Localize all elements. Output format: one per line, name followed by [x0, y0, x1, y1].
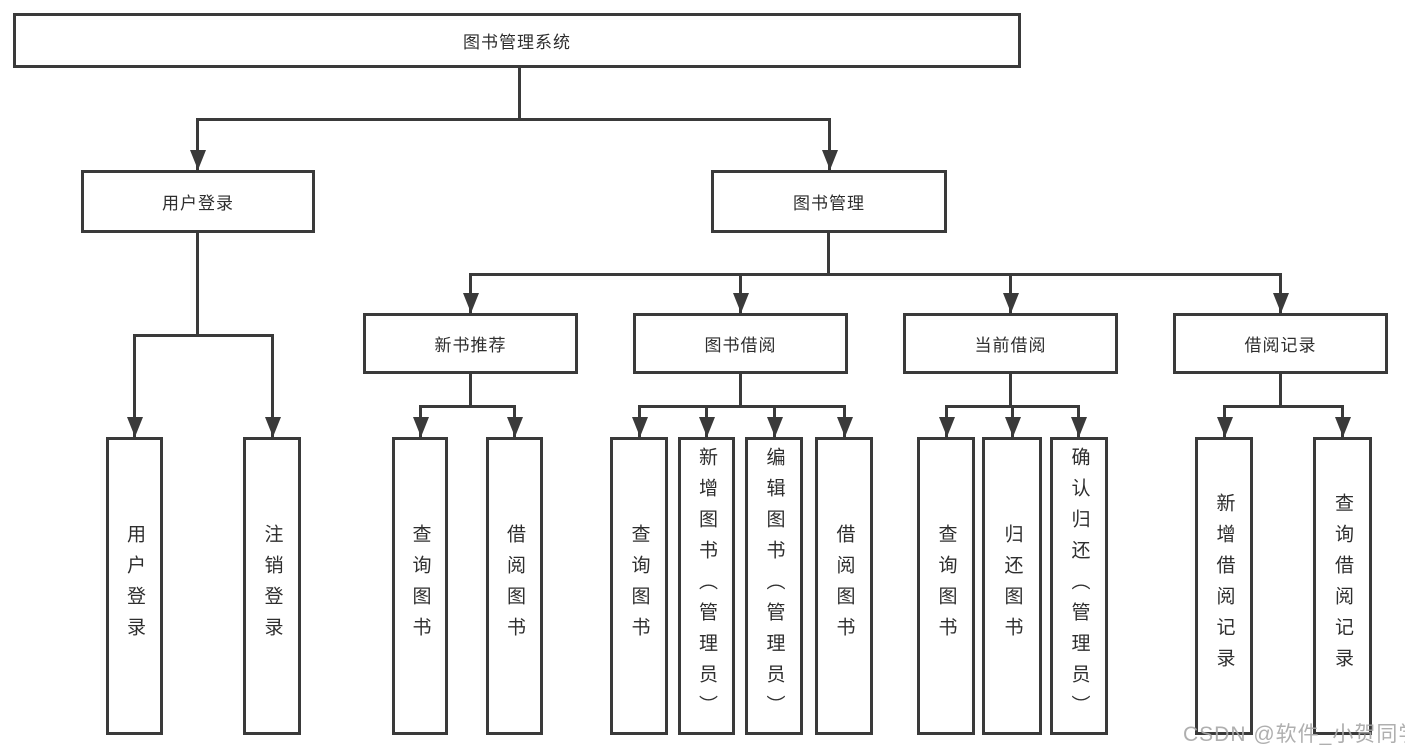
connector [828, 118, 831, 170]
connector [739, 374, 742, 408]
leaf-recommend-borrow-book: 借阅图书 [486, 437, 543, 735]
arrowhead-icon [733, 293, 749, 313]
connector [827, 233, 830, 276]
leaf-records-add-record: 新增借阅记录 [1195, 437, 1253, 735]
arrowhead-icon [127, 417, 143, 437]
connector [133, 334, 136, 437]
node-user-login-label: 用户登录 [162, 194, 234, 213]
leaf-records-query-record: 查询借阅记录 [1313, 437, 1372, 735]
arrowhead-icon [767, 417, 783, 437]
arrowhead-icon [837, 417, 853, 437]
connector [1279, 374, 1282, 408]
arrowhead-icon [632, 417, 648, 437]
arrowhead-icon [413, 417, 429, 437]
connector [196, 118, 831, 121]
leaf-records-add-record-label: 新增借阅记录 [1213, 493, 1235, 679]
node-new-book-recommend-label: 新书推荐 [434, 336, 507, 355]
leaf-user-login: 用户登录 [106, 437, 163, 735]
node-book-management: 图书管理 [711, 170, 947, 233]
connector [518, 68, 521, 121]
leaf-records-query-record-label: 查询借阅记录 [1332, 493, 1353, 679]
connector [469, 374, 472, 408]
node-current-borrow: 当前借阅 [903, 313, 1118, 374]
leaf-logout: 注销登录 [243, 437, 301, 735]
leaf-borrow-borrow-book-label: 借阅图书 [833, 524, 855, 648]
node-book-borrow: 图书借阅 [633, 313, 848, 374]
arrowhead-icon [507, 417, 523, 437]
arrowhead-icon [1273, 293, 1289, 313]
connector [469, 273, 1282, 276]
leaf-recommend-borrow-book-label: 借阅图书 [504, 524, 525, 648]
node-current-borrow-label: 当前借阅 [974, 336, 1047, 355]
node-borrow-records: 借阅记录 [1173, 313, 1388, 374]
arrowhead-icon [190, 150, 206, 170]
arrowhead-icon [1005, 417, 1021, 437]
connector [196, 233, 199, 337]
leaf-current-query-book: 查询图书 [917, 437, 975, 735]
leaf-borrow-add-book-admin: 新增图书（管理员） [678, 437, 735, 735]
connector [638, 405, 846, 408]
leaf-borrow-add-book-admin-label: 新增图书（管理员） [696, 446, 717, 726]
node-root-label: 图书管理系统 [463, 33, 571, 52]
connector [419, 405, 516, 408]
arrowhead-icon [1335, 417, 1351, 437]
connector [271, 334, 274, 437]
leaf-recommend-query-book-label: 查询图书 [409, 524, 431, 648]
node-borrow-records-label: 借阅记录 [1244, 336, 1317, 355]
csdn-watermark: CSDN @软件_小贺同学 [1183, 723, 1405, 746]
arrowhead-icon [265, 417, 281, 437]
connector [1223, 405, 1344, 408]
leaf-recommend-query-book: 查询图书 [392, 437, 448, 735]
node-book-borrow-label: 图书借阅 [704, 336, 777, 355]
arrowhead-icon [822, 150, 838, 170]
leaf-borrow-borrow-book: 借阅图书 [815, 437, 873, 735]
node-new-book-recommend: 新书推荐 [363, 313, 578, 374]
connector [196, 118, 199, 170]
leaf-logout-label: 注销登录 [261, 524, 283, 648]
arrowhead-icon [699, 417, 715, 437]
leaf-borrow-query-book: 查询图书 [610, 437, 668, 735]
leaf-borrow-query-book-label: 查询图书 [628, 524, 650, 648]
leaf-borrow-edit-book-admin-label: 编辑图书（管理员） [763, 446, 785, 726]
leaf-current-confirm-return-admin-label: 确认归还（管理员） [1068, 446, 1090, 726]
leaf-borrow-edit-book-admin: 编辑图书（管理员） [745, 437, 803, 735]
arrowhead-icon [1217, 417, 1233, 437]
leaf-current-return-book: 归还图书 [982, 437, 1042, 735]
arrowhead-icon [1003, 293, 1019, 313]
leaf-current-query-book-label: 查询图书 [935, 524, 957, 648]
leaf-current-confirm-return-admin: 确认归还（管理员） [1050, 437, 1108, 735]
arrowhead-icon [463, 293, 479, 313]
node-book-management-label: 图书管理 [793, 194, 865, 213]
leaf-user-login-label: 用户登录 [124, 524, 145, 648]
node-user-login: 用户登录 [81, 170, 315, 233]
connector [1009, 374, 1012, 408]
leaf-current-return-book-label: 归还图书 [1001, 524, 1023, 648]
arrowhead-icon [1071, 417, 1087, 437]
arrowhead-icon [939, 417, 955, 437]
connector [133, 334, 274, 337]
node-root-library-system: 图书管理系统 [13, 13, 1021, 68]
